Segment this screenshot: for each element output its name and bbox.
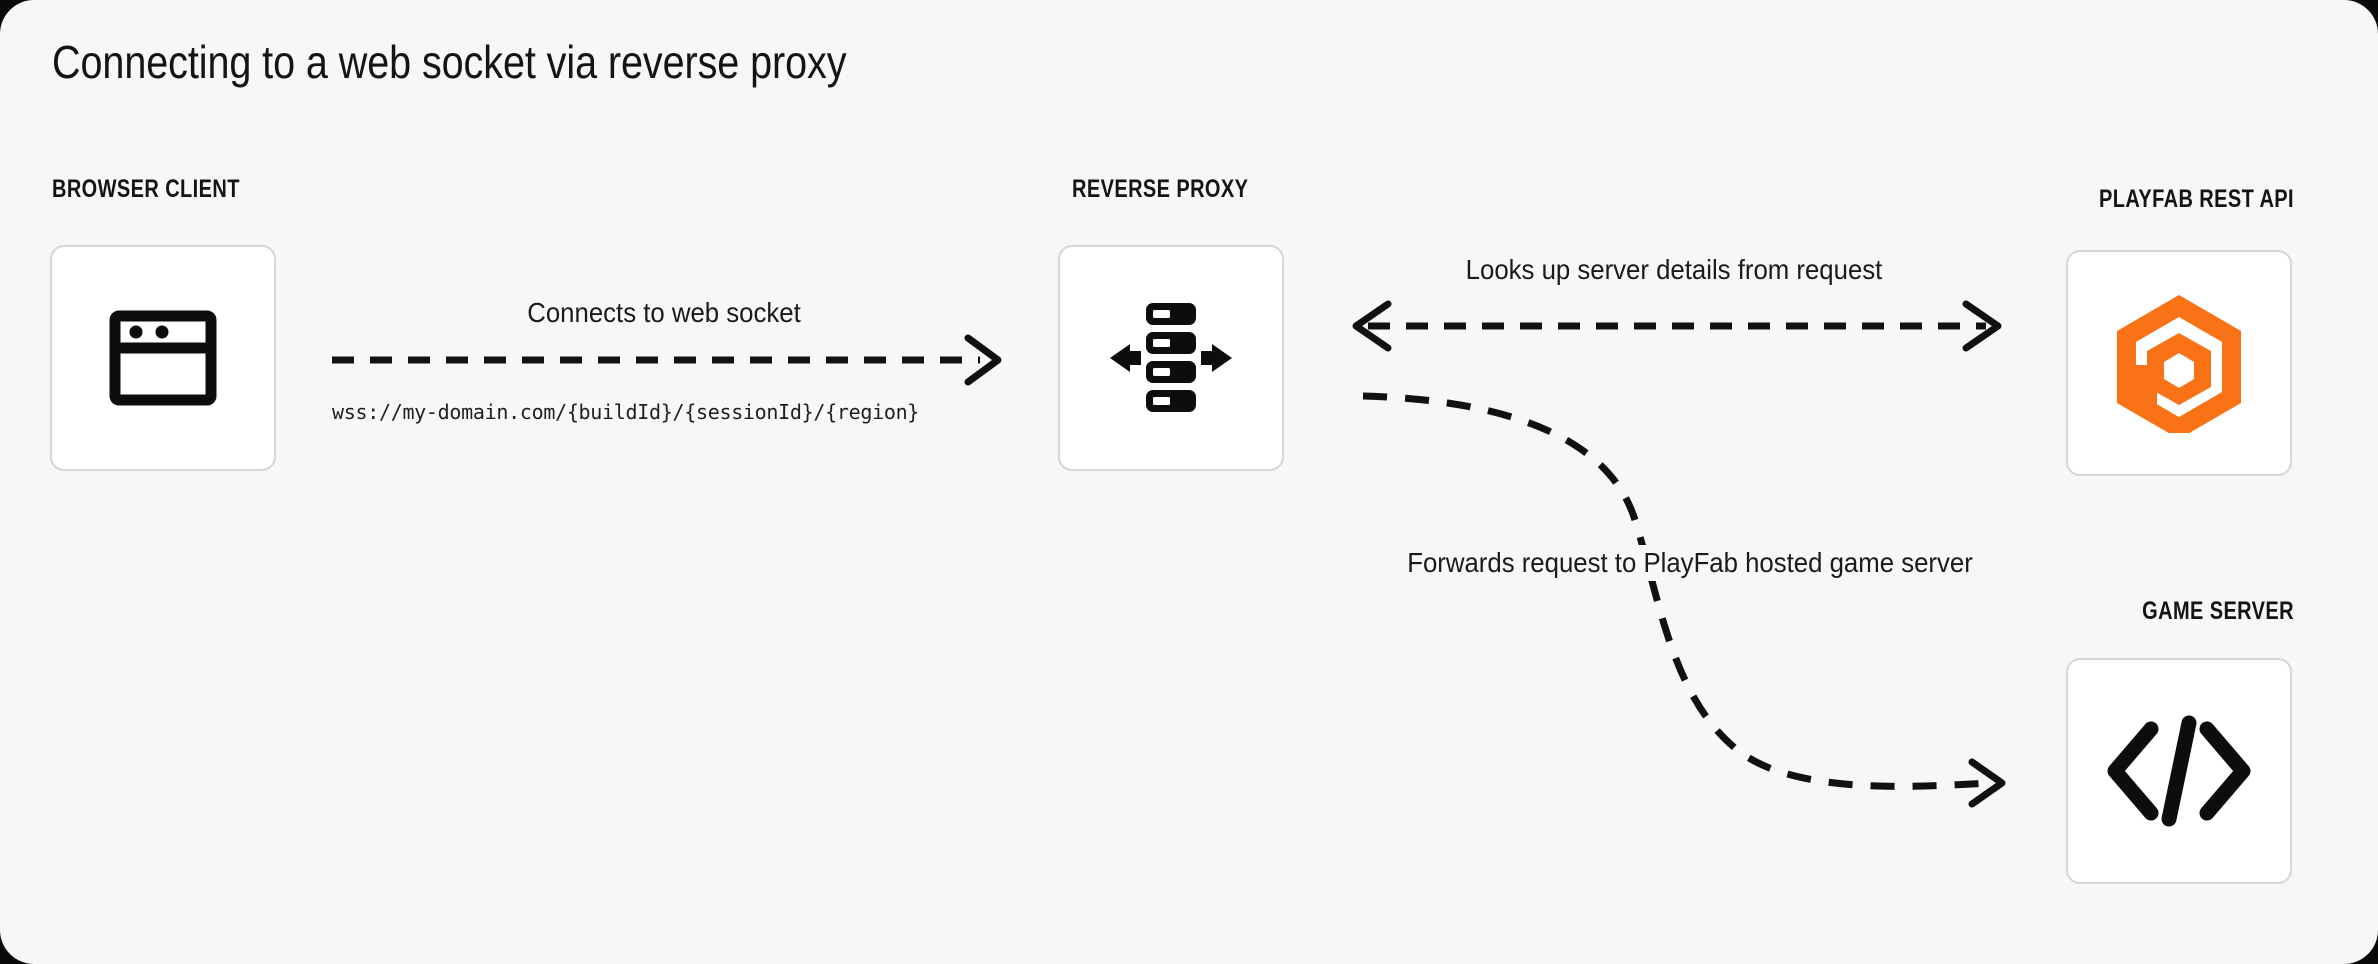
server-stack-arrows-icon xyxy=(1110,303,1232,412)
playfab-hexagon-logo-icon xyxy=(2117,295,2241,433)
edge-label-client-to-proxy: Connects to web socket xyxy=(519,295,809,331)
code-brackets-icon xyxy=(2107,715,2251,827)
browser-window-icon xyxy=(109,310,217,406)
edge-client-to-proxy xyxy=(332,334,1002,386)
card-playfab-rest-api[interactable] xyxy=(2066,250,2292,476)
node-label-game-server: GAME SERVER xyxy=(2142,597,2294,625)
edge-label-proxy-to-playfab: Looks up server details from request xyxy=(1458,252,1890,288)
node-label-reverse-proxy: REVERSE PROXY xyxy=(1072,175,1249,203)
card-reverse-proxy[interactable] xyxy=(1058,245,1284,471)
node-label-playfab-rest-api: PLAYFAB REST API xyxy=(2099,185,2294,213)
edge-label-proxy-to-game-server: Forwards request to PlayFab hosted game … xyxy=(1399,545,1981,581)
node-label-browser-client: BROWSER CLIENT xyxy=(52,175,240,203)
card-browser-client[interactable] xyxy=(50,245,276,471)
card-game-server[interactable] xyxy=(2066,658,2292,884)
edge-sublabel-websocket-url: wss://my-domain.com/{buildId}/{sessionId… xyxy=(332,400,920,424)
page-title: Connecting to a web socket via reverse p… xyxy=(52,36,847,88)
edge-proxy-to-playfab xyxy=(1352,300,2002,352)
